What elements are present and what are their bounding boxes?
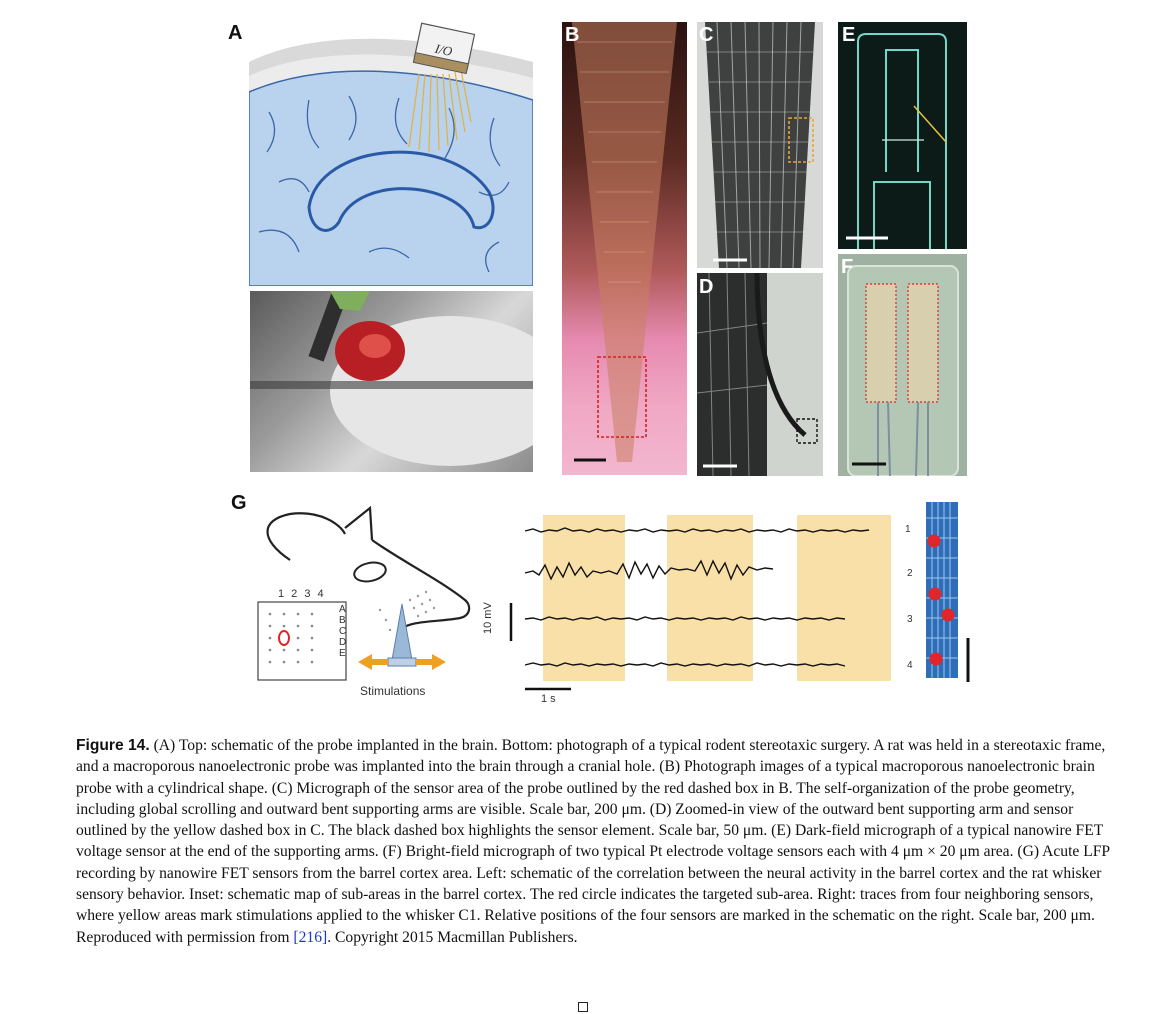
sensor-marker-2 xyxy=(928,587,942,601)
grid-column-labels: 1 2 3 4 xyxy=(278,588,326,600)
panel-label-d: D xyxy=(699,276,714,298)
lfp-traces xyxy=(509,515,891,691)
rat-surgery-photo xyxy=(250,291,533,472)
panel-f-brightfield xyxy=(838,254,967,476)
panel-b-probe-photo xyxy=(562,22,687,475)
grid-row-b: B xyxy=(339,615,346,626)
caption-body: (A) Top: schematic of the probe implante… xyxy=(76,737,1110,946)
panel-label-g: G xyxy=(231,492,247,514)
io-label: I/O xyxy=(433,41,455,60)
panel-d-micrograph xyxy=(697,273,823,476)
stim-band-1 xyxy=(543,515,625,681)
sensor-marker-4 xyxy=(929,652,943,666)
panel-label-e: E xyxy=(842,24,856,46)
reference-link[interactable]: [216] xyxy=(293,928,328,946)
stim-band-2 xyxy=(667,515,753,681)
barrel-cortex-inset xyxy=(257,601,347,681)
panel-label-c: C xyxy=(699,24,714,46)
stim-band-3 xyxy=(797,515,891,681)
io-connector xyxy=(412,22,476,75)
figure-caption: Figure 14. (A) Top: schematic of the pro… xyxy=(76,735,1126,948)
trace-number-4: 4 xyxy=(907,660,913,671)
sensor-position-schematic xyxy=(926,502,970,682)
sensor-marker-3 xyxy=(941,608,955,622)
page-square-icon xyxy=(578,1002,588,1012)
trace-number-3: 3 xyxy=(907,614,913,625)
trace-1 xyxy=(524,527,870,533)
target-circle xyxy=(278,630,290,646)
grid-row-c: C xyxy=(339,626,347,637)
trace-4 xyxy=(524,662,846,667)
panel-label-f: F xyxy=(841,256,854,278)
trace-number-2: 2 xyxy=(907,568,913,579)
grid-row-e: E xyxy=(339,648,346,659)
trace-3 xyxy=(524,616,846,621)
figure-label: Figure 14. xyxy=(76,737,150,754)
voltage-scale-label: 10 mV xyxy=(482,602,494,634)
panel-label-a: A xyxy=(228,22,243,44)
brain-schematic: I/O xyxy=(249,22,533,286)
stimulations-label: Stimulations xyxy=(360,684,426,698)
trace-2 xyxy=(524,559,774,581)
rat-whisker-schematic xyxy=(257,505,471,681)
panel-e-darkfield xyxy=(838,22,967,249)
trace-number-1: 1 xyxy=(905,524,911,535)
panel-c-micrograph xyxy=(697,22,823,268)
caption-tail: . Copyright 2015 Macmillan Publishers. xyxy=(327,928,578,946)
panel-label-b: B xyxy=(565,24,580,46)
time-scale-label: 1 s xyxy=(541,693,556,705)
grid-row-labels: A B C D E xyxy=(339,604,349,659)
grid-row-d: D xyxy=(339,637,347,648)
grid-row-a: A xyxy=(339,604,346,615)
sensor-marker-1 xyxy=(927,534,941,548)
